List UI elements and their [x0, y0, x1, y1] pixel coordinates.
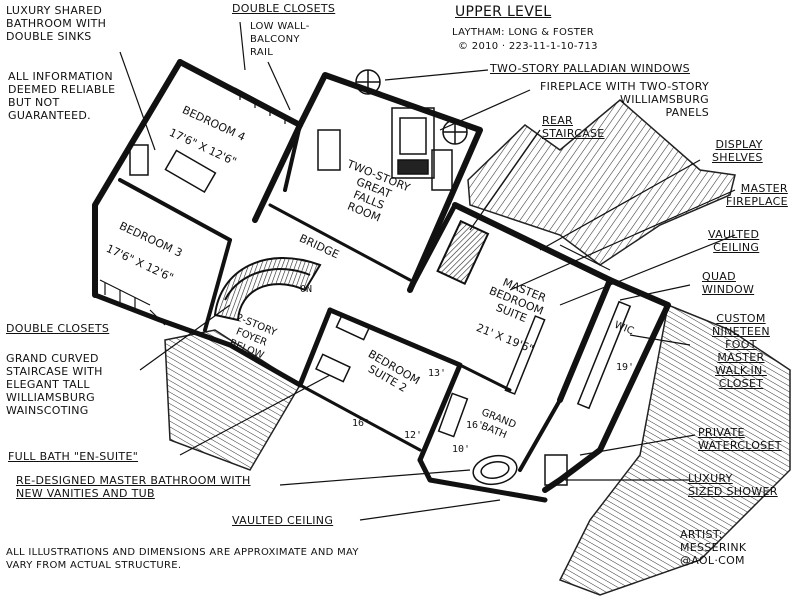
- dim-bath-10: 10': [452, 444, 471, 455]
- note-disclaimer-bottom: ALL ILLUSTRATIONS AND DIMENSIONS ARE APP…: [6, 547, 359, 571]
- note-disclaimer-info: ALL INFORMATION DEEMED RELIABLE BUT NOT …: [8, 70, 116, 122]
- callout-full-bath: FULL BATH "EN-SUITE": [8, 450, 139, 463]
- callout-redesigned-bath: RE-DESIGNED MASTER BATHROOM WITH NEW VAN…: [16, 474, 251, 500]
- callout-private-watercloset: PRIVATE WATERCLOSET: [698, 426, 782, 452]
- callout-low-wall: LOW WALL- BALCONY RAIL: [250, 21, 310, 58]
- callout-vaulted-ceiling-right: VAULTED CEILING: [708, 228, 760, 254]
- grand-staircase: [213, 257, 322, 322]
- callout-walk-in-closet: CUSTOM NINETEEN FOOT MASTER WALK-IN- CLO…: [712, 312, 770, 390]
- leader-lines: [119, 21, 736, 521]
- dim-suite2-12: 12': [404, 430, 423, 441]
- balcony-rails: [99, 87, 611, 309]
- palladian-windows: [317, 69, 468, 191]
- callout-display-shelves: DISPLAY SHELVES: [712, 138, 763, 164]
- dim-bath-16: 16': [466, 420, 485, 431]
- callout-vaulted-ceiling-bottom: VAULTED CEILING: [232, 514, 334, 527]
- callout-luxury-shared-bath: LUXURY SHARED BATHROOM WITH DOUBLE SINKS: [6, 4, 107, 43]
- dim-wic-19: 19': [616, 362, 635, 373]
- callout-luxury-shower: LUXURY SIZED SHOWER: [688, 472, 778, 498]
- dim-stair-on: ON: [300, 284, 313, 295]
- callout-double-closets-left: DOUBLE CLOSETS: [6, 322, 110, 335]
- rear-staircase: [436, 219, 490, 286]
- callout-quad-window: QUAD WINDOW: [702, 270, 755, 296]
- callout-grand-staircase: GRAND CURVED STAIRCASE WITH ELEGANT TALL…: [6, 352, 103, 417]
- dim-suite2-16: 16': [352, 418, 371, 429]
- dim-suite2-13: 13': [428, 368, 447, 379]
- credit-text: LAYTHAM: LONG & FOSTER: [452, 27, 595, 38]
- callout-fireplace-panels: FIREPLACE WITH TWO-STORY WILLIAMSBURG PA…: [540, 80, 709, 119]
- copyright-text: © 2010 · 223-11-1-10-713: [458, 41, 598, 52]
- walls: [92, 59, 671, 503]
- plan-title: UPPER LEVEL: [455, 4, 552, 20]
- callout-rear-staircase: REAR STAIRCASE: [542, 114, 605, 140]
- callout-master-fireplace: MASTER FIREPLACE: [726, 182, 788, 208]
- fireplace-panels: [391, 107, 435, 179]
- note-artist: ARTIST: MESSERINK @AOL·COM: [680, 528, 747, 567]
- callout-palladian-windows: TWO-STORY PALLADIAN WINDOWS: [490, 62, 690, 75]
- callout-double-closets-top: DOUBLE CLOSETS: [232, 2, 336, 15]
- roof-right: [467, 99, 791, 596]
- room-master-suite-name: MASTER BEDROOM SUITE: [487, 275, 548, 326]
